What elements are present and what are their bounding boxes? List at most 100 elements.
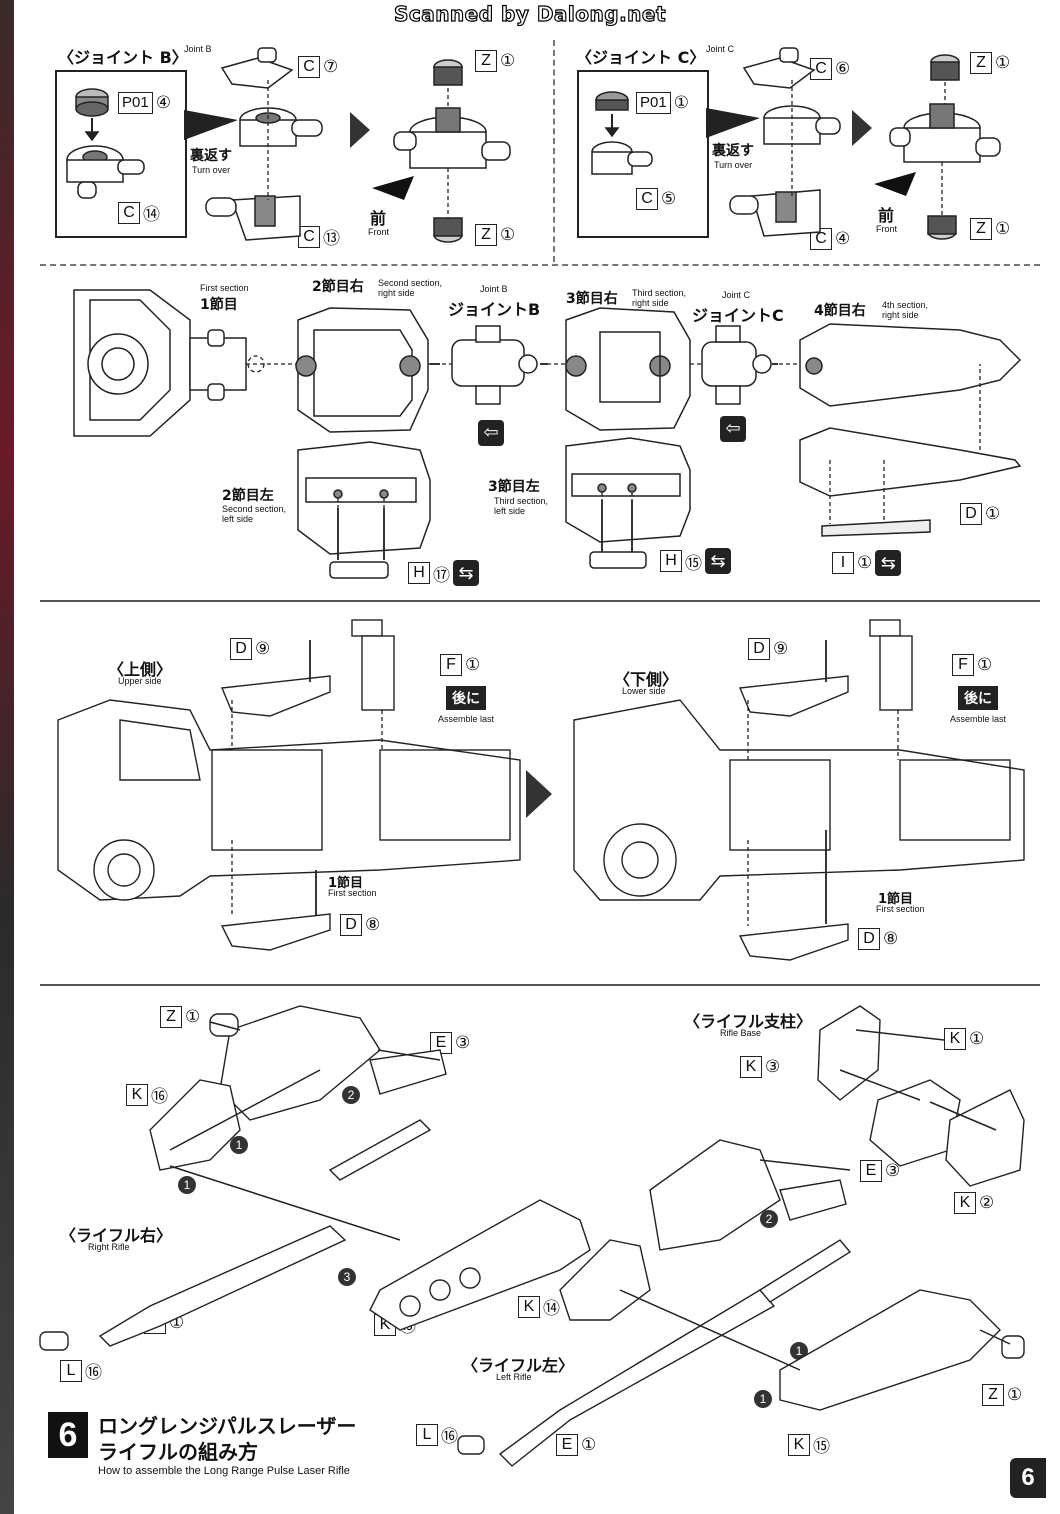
lower-s1-en: First section	[876, 904, 925, 914]
lower-s1-jp: 1節目	[878, 892, 914, 907]
right-rifle-title-en: Right Rifle	[88, 1242, 130, 1252]
upper-s1-en: First section	[328, 888, 377, 898]
binding-spine	[0, 0, 14, 1514]
turn-over-label-c: 裏返す	[712, 143, 754, 159]
joint-b-title: 〈ジョイント B〉	[58, 48, 188, 67]
rifle-base-title: 〈ライフル支柱〉	[684, 1012, 813, 1031]
s3r-jp: 3節目右	[566, 291, 618, 307]
jb-en: Joint B	[480, 284, 508, 294]
turn-over-label-b-en: Turn over	[192, 165, 231, 175]
section-divider-2	[40, 600, 1040, 602]
s3r-en2: right side	[632, 298, 669, 308]
rifle-drawings	[39, 1005, 1025, 1467]
s3r-en1: Third section,	[632, 288, 687, 298]
step-badge-1: 1	[230, 1136, 248, 1154]
s3l-en1: Third section,	[494, 496, 549, 506]
turn-over-label-c-en: Turn over	[714, 160, 753, 170]
s2l-en2: left side	[222, 514, 254, 524]
lower-title: 〈下側〉	[614, 670, 679, 689]
left-rifle-title-en: Left Rifle	[496, 1372, 532, 1382]
s4r-jp: 4節目右	[814, 303, 866, 319]
joint-c-drawings	[591, 47, 1001, 240]
assemble-last-tag-lower: 後に	[958, 686, 998, 710]
jc-en: Joint C	[722, 290, 751, 300]
swap-icon: ⇆	[705, 548, 731, 574]
front-label-b-en: Front	[368, 227, 390, 237]
upper-lower-drawings	[57, 619, 1025, 961]
front-label-c: 前	[878, 206, 895, 225]
joint-c-title-en: Joint C	[706, 44, 735, 54]
step-badge-2: 2	[760, 1210, 778, 1228]
step-number: 6	[48, 1412, 88, 1458]
section-divider-1	[40, 264, 1040, 266]
s2r-en2: right side	[378, 288, 415, 298]
step-badge-1: 1	[754, 1390, 772, 1408]
s2r-jp: 2節目右	[312, 279, 364, 295]
joint-c-title: 〈ジョイント C〉	[576, 48, 706, 67]
assemble-last-en-lower: Assemble last	[950, 714, 1007, 724]
front-label-c-en: Front	[876, 224, 898, 234]
s1-jp: 1節目	[200, 297, 238, 313]
assemble-last-en-upper: Assemble last	[438, 714, 495, 724]
joint-b-drawings	[66, 47, 511, 243]
step-title-line2: ライフルの組み方	[98, 1440, 258, 1464]
left-rifle-title: 〈ライフル左〉	[462, 1356, 575, 1375]
s4r-en2: right side	[882, 310, 919, 320]
watermark: Scanned by Dalong.net	[393, 1, 667, 26]
s3l-en2: left side	[494, 506, 526, 516]
s1-en: First section	[200, 283, 249, 293]
upper-title: 〈上側〉	[108, 660, 173, 679]
rifle-base-title-en: Rifle Base	[720, 1028, 762, 1038]
front-label-b: 前	[370, 209, 387, 228]
upper-title-en: Upper side	[118, 676, 162, 686]
upper-s1-jp: 1節目	[328, 876, 364, 891]
assemble-last-tag-upper: 後に	[446, 686, 486, 710]
joint-b-title-en: Joint B	[184, 44, 212, 54]
step-badge-1: 1	[790, 1342, 808, 1360]
right-rifle-title: 〈ライフル右〉	[60, 1226, 173, 1245]
swap-icon: ⇆	[875, 550, 902, 576]
joint-c-subassembly-box	[577, 70, 709, 238]
step-badge-2: 2	[342, 1086, 360, 1104]
step-title-en: How to assemble the Long Range Pulse Las…	[98, 1465, 350, 1477]
direction-arrow-icon: ⇦	[478, 420, 504, 446]
step-badge-1: 1	[178, 1176, 196, 1194]
section-divider-3	[40, 984, 1040, 986]
turn-over-label-b: 裏返す	[190, 148, 232, 164]
jc-jp: ジョイントC	[692, 306, 784, 325]
step-title-line1: ロングレンジパルスレーザー	[98, 1414, 357, 1438]
s4r-en1: 4th section,	[882, 300, 929, 310]
sections-drawings	[73, 289, 1022, 579]
joint-b-subassembly-box	[55, 70, 187, 238]
jb-jp: ジョイントB	[448, 300, 541, 319]
panel-divider-vertical	[553, 40, 555, 262]
